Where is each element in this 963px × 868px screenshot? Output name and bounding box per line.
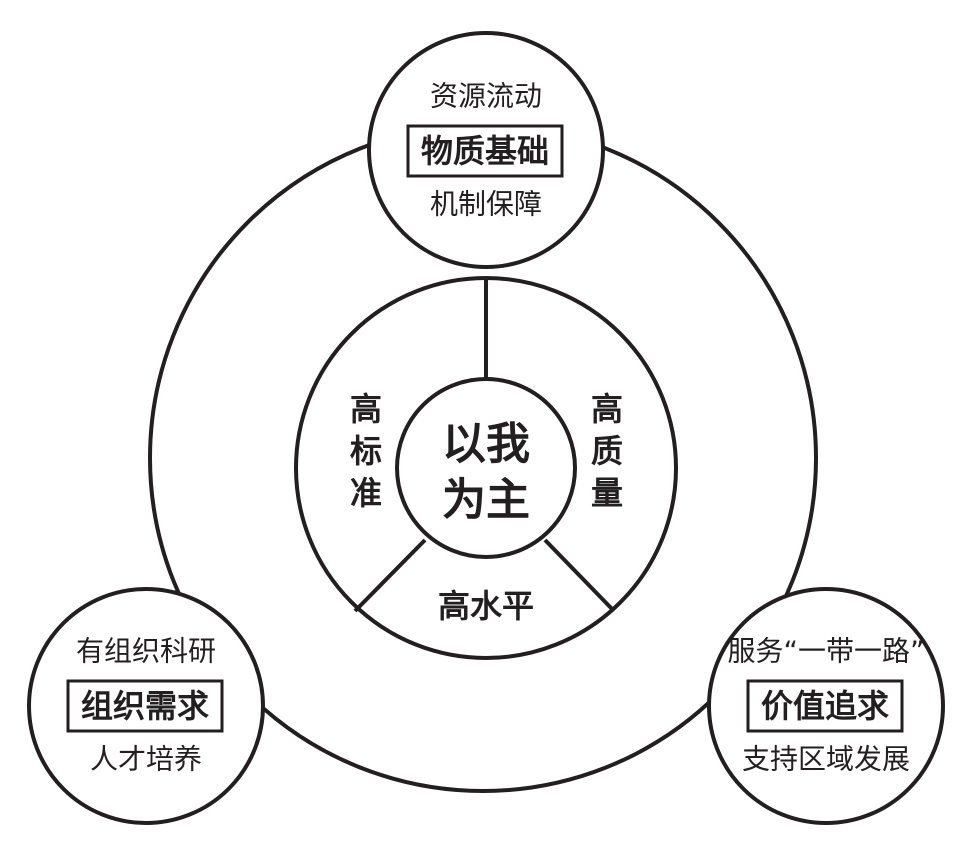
- segment-right-char: 高: [591, 390, 623, 428]
- node-left-lower-text: 人才培养: [90, 743, 202, 776]
- segment-right-char: 量: [591, 474, 623, 512]
- node-top: 资源流动 物质基础 机制保障: [367, 31, 605, 269]
- node-right-box: [746, 679, 904, 733]
- divider-right: [543, 538, 616, 613]
- segment-left-label: 高 标 准: [350, 390, 382, 512]
- node-right-upper-text: 服务“一带一路”: [727, 635, 924, 668]
- node-right-box-text: 价值追求: [761, 687, 889, 725]
- divider-left: [353, 538, 427, 613]
- segment-bottom-label: 高水平: [438, 587, 534, 625]
- center-text-line1: 以我: [442, 419, 530, 470]
- node-left: 有组织科研 组织需求 人才培养: [27, 587, 265, 825]
- segment-right-label: 高 质 量: [591, 390, 623, 512]
- segment-left-char: 标: [350, 432, 382, 470]
- segment-left-char: 准: [350, 474, 382, 512]
- node-left-upper-text: 有组织科研: [76, 635, 216, 668]
- node-top-box: [406, 124, 564, 178]
- segment-left-char: 高: [350, 390, 382, 428]
- node-top-lower-text: 机制保障: [430, 188, 542, 221]
- node-right-lower-text: 支持区域发展: [742, 743, 910, 776]
- node-left-box: [66, 679, 224, 733]
- node-right: 服务“一带一路” 价值追求 支持区域发展: [707, 587, 945, 825]
- node-top-upper-text: 资源流动: [430, 80, 542, 113]
- segment-right-char: 质: [591, 432, 623, 470]
- center-circle: [395, 377, 577, 559]
- center-text-line2: 为主: [442, 475, 530, 526]
- node-left-box-text: 组织需求: [81, 687, 209, 725]
- node-top-box-text: 物质基础: [421, 132, 549, 170]
